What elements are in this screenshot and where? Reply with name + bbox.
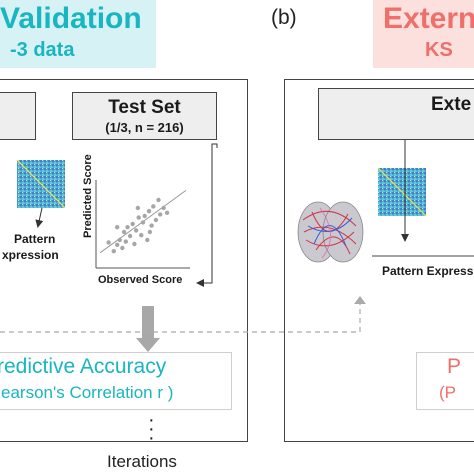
scatter-point	[123, 239, 128, 244]
external-set-title: Exte	[431, 94, 472, 115]
scatter-point	[142, 213, 147, 219]
test-to-observed-line	[200, 143, 218, 284]
scatter-point	[106, 240, 111, 245]
panel-a-frame	[0, 79, 248, 442]
external-accuracy-line1: P	[447, 355, 462, 378]
cross-panel-arrowhead	[354, 296, 366, 304]
scatter-point	[115, 225, 120, 230]
scatter-point	[164, 210, 170, 215]
external-accuracy-box: P (P	[416, 352, 474, 410]
pattern-matrix-a	[16, 159, 66, 209]
scatter-x-label: Observed Score	[98, 274, 183, 286]
external-accuracy-line2: (P	[439, 383, 456, 402]
scatter-point	[153, 217, 159, 223]
panel-a-title: Validation	[0, 2, 142, 35]
scatter-point	[132, 241, 137, 247]
pattern-matrix-b	[377, 167, 427, 217]
scatter-point	[140, 220, 146, 225]
scatter-point	[120, 245, 125, 251]
pattern-expression-label-b: Pattern Express	[382, 264, 474, 278]
matrix-arrow-a	[35, 207, 44, 228]
scatter-point	[135, 205, 141, 211]
scatter-point	[111, 249, 116, 254]
scatter-point	[161, 205, 166, 211]
panel-b-title: Extern	[383, 2, 474, 35]
cross-panel-dashed-line	[0, 302, 361, 333]
scatter-point	[146, 209, 152, 214]
scatter-point	[127, 233, 133, 239]
scatter-point	[125, 225, 130, 230]
scatter-point	[121, 229, 127, 235]
ellipsis-dots: ···	[148, 409, 155, 449]
scatter-point	[133, 228, 139, 233]
scatter-point	[136, 215, 141, 220]
down-arrow-to-accuracy	[136, 306, 160, 352]
external-set-box: Exte	[318, 88, 474, 140]
scatter-point	[117, 237, 122, 243]
test-set-detail: (1/3, n = 216)	[105, 120, 184, 135]
scatter-point	[115, 242, 120, 247]
panel-a-subtitle: -3 data	[10, 39, 75, 61]
scatter-point	[156, 197, 161, 203]
scatter-point	[145, 237, 150, 243]
panel-b-frame	[284, 79, 474, 442]
scatter-point	[151, 204, 156, 209]
panel-b-label: (b)	[271, 6, 297, 29]
scatter-point	[158, 212, 163, 217]
accuracy-line2: earson's Correlation r )	[1, 383, 174, 402]
scatter-point	[139, 233, 144, 238]
scatter-point	[130, 221, 135, 227]
scatter-y-label: Predicted Score	[82, 154, 94, 238]
panel-a-header: Validation -3 data	[0, 0, 156, 68]
pattern-label-line1: Pattern	[14, 232, 56, 246]
brain-image	[297, 201, 364, 263]
panel-b-subtitle: KS	[425, 39, 453, 61]
accuracy-line1: redictive Accuracy	[0, 355, 167, 378]
training-set-box	[0, 92, 36, 140]
scatter-plot	[95, 180, 190, 269]
pattern-label-line2: xpression	[2, 248, 59, 262]
panel-b-header: Extern KS	[373, 0, 474, 68]
scatter-point	[147, 229, 153, 235]
predictive-accuracy-box: redictive Accuracy earson's Correlation …	[0, 352, 232, 410]
test-set-box: Test Set (1/3, n = 216)	[72, 92, 217, 140]
iterations-label: Iterations	[107, 452, 177, 471]
scatter-point	[149, 223, 154, 228]
test-set-title: Test Set	[108, 97, 181, 118]
